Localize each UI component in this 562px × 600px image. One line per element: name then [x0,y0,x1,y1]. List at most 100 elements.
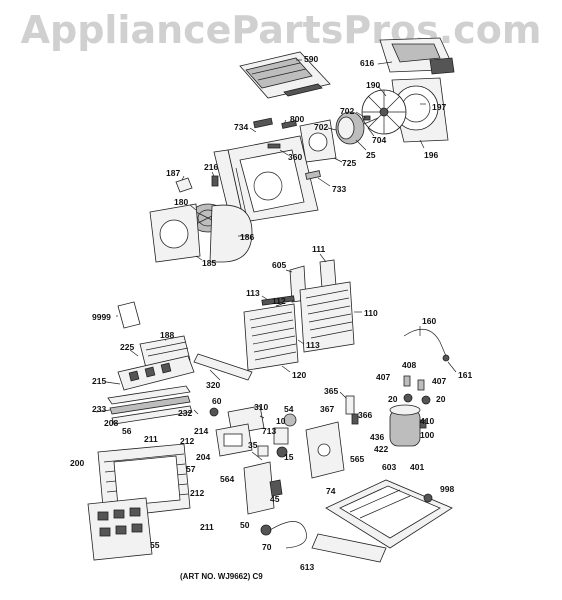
part-control-box[interactable] [243,461,283,515]
part-front-grille[interactable] [97,443,191,519]
art-number: (ART NO. WJ9662) C9 [180,572,263,581]
callout-422: 422 [374,444,388,454]
part-air-louvers[interactable] [117,335,195,391]
callout-366: 366 [358,410,372,420]
callout-labels: 590 616 190 197 702 702 704 25 196 734 8… [70,54,472,572]
callout-603: 603 [382,462,396,472]
callout-216: 216 [204,162,218,172]
part-compressor-bracket[interactable] [305,421,345,479]
callout-713: 713 [262,426,276,436]
watermark: AppliancePartsPros.com [20,8,542,52]
part-evaporator-coil[interactable] [243,295,299,371]
callout-120: 120 [292,370,306,380]
callout-233: 233 [92,404,106,414]
callout-212a: 212 [180,436,194,446]
callout-211b: 211 [200,522,214,532]
callout-211a: 211 [144,434,158,444]
callout-408: 408 [402,360,416,370]
part-overload-relay[interactable] [345,395,359,425]
part-blower-scroll[interactable] [149,203,253,263]
callout-25: 25 [366,150,376,160]
part-compressor[interactable] [389,404,427,447]
callout-436: 436 [370,432,384,442]
callout-160: 160 [422,316,436,326]
callout-320: 320 [206,380,220,390]
callout-196: 196 [424,150,438,160]
callout-50: 50 [240,520,250,530]
part-capillary-tube[interactable] [403,328,450,362]
callout-365: 365 [324,386,338,396]
callout-55: 55 [150,540,160,550]
callout-188: 188 [160,330,174,340]
callout-186: 186 [240,232,254,242]
callout-111: 111 [312,244,326,254]
callout-232: 232 [178,408,192,418]
callout-367: 367 [320,404,334,414]
part-motor-mount[interactable] [299,119,337,163]
callout-56: 56 [122,426,132,436]
callout-70: 70 [262,542,272,552]
part-small-clips[interactable] [175,175,219,193]
part-instruction-card[interactable] [117,301,141,329]
callout-113a: 113 [246,288,260,298]
leader-lines [95,59,457,419]
callout-225: 225 [120,342,134,352]
callout-564: 564 [220,474,234,484]
part-fan-motor[interactable] [335,111,379,145]
callout-45: 45 [270,494,280,504]
callout-15: 15 [284,452,294,462]
callout-204: 204 [196,452,210,462]
part-compressor-fittings[interactable] [403,375,431,405]
part-control-panel[interactable] [209,405,265,457]
callout-702b: 702 [314,122,328,132]
part-condenser-fan-blade[interactable] [361,89,407,135]
callout-110: 110 [364,308,378,318]
callout-725: 725 [342,158,356,168]
callout-35: 35 [248,440,258,450]
part-filter-strips[interactable] [107,385,193,425]
callout-407a: 407 [376,372,390,382]
part-electrical-components[interactable] [251,413,297,461]
callout-565: 565 [350,454,364,464]
callout-187: 187 [166,168,180,178]
callout-704: 704 [372,135,386,145]
callout-616: 616 [360,58,374,68]
part-top-filter-panel[interactable] [239,51,331,99]
part-condenser-coil[interactable] [299,281,355,353]
callout-200: 200 [70,458,84,468]
part-power-cord[interactable] [260,521,307,549]
callout-113b: 113 [306,340,320,350]
part-base-pan[interactable] [311,479,453,563]
callout-60: 60 [212,396,222,406]
callout-212b: 212 [190,488,204,498]
callout-161: 161 [458,370,472,380]
callout-407b: 407 [432,376,446,386]
callout-208: 208 [104,418,118,428]
callout-613: 613 [300,562,314,572]
callout-190: 190 [366,80,380,90]
callout-197: 197 [432,102,446,112]
callout-734: 734 [234,122,248,132]
callout-20b: 20 [436,394,446,404]
callout-590: 590 [304,54,318,64]
callout-310: 310 [254,402,268,412]
callout-57: 57 [186,464,196,474]
callout-9999: 9999 [92,312,111,322]
callout-800: 800 [290,114,304,124]
callout-733: 733 [332,184,346,194]
part-bottom-tray[interactable] [87,497,153,561]
callout-605: 605 [272,260,286,270]
callout-10: 10 [276,416,286,426]
callout-998: 998 [440,484,454,494]
part-support-bar[interactable] [193,353,253,381]
callout-410: 410 [420,416,434,426]
callout-20a: 20 [388,394,398,404]
callout-112: 112 [272,296,286,306]
callout-54: 54 [284,404,294,414]
part-partition-panel[interactable] [213,117,321,227]
callout-401: 401 [410,462,424,472]
callout-360: 360 [288,152,302,162]
callout-185: 185 [202,258,216,268]
callout-702a: 702 [340,106,354,116]
